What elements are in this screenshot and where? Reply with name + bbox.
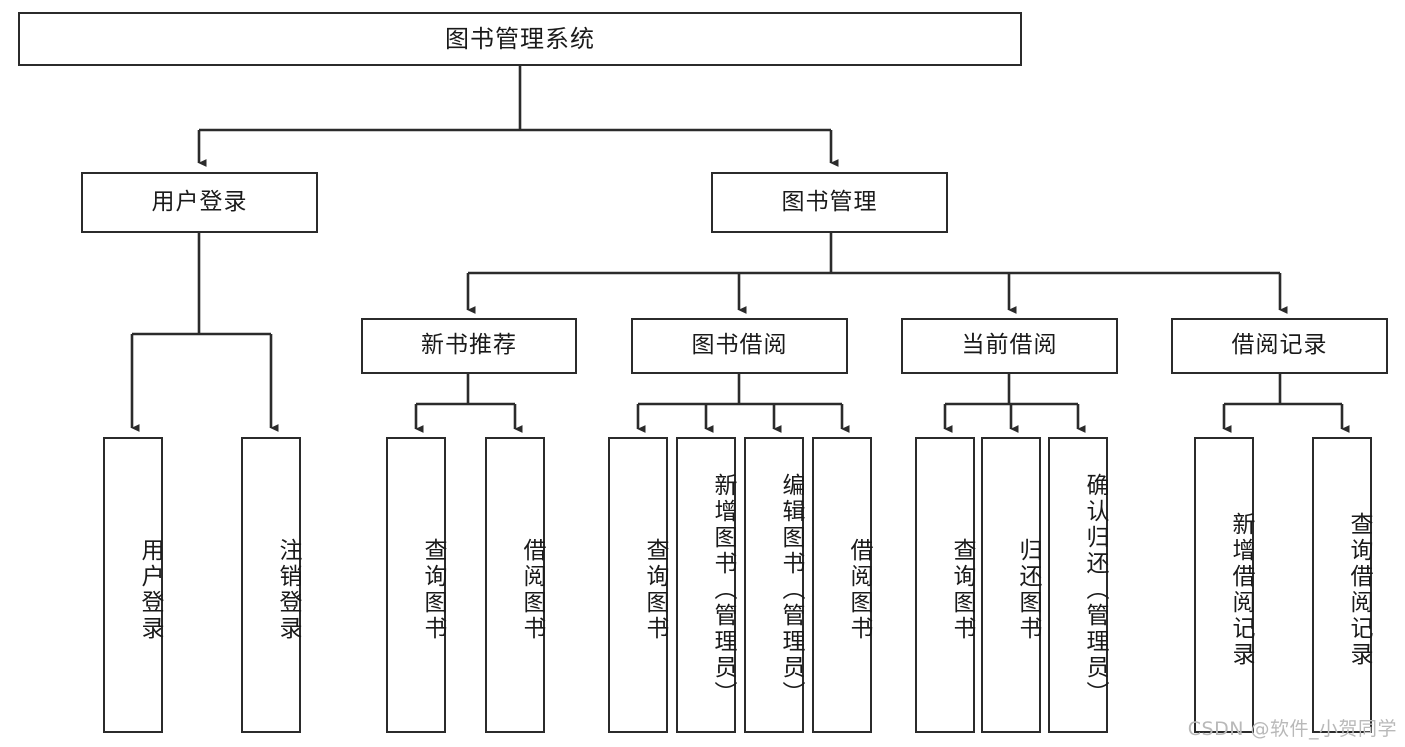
leaf-record-add-record[interactable]: 新增借阅记录 bbox=[1194, 437, 1254, 733]
leaf-current-query-book[interactable]: 查询图书 bbox=[915, 437, 975, 733]
node-book-borrowing[interactable]: 图书借阅 bbox=[631, 318, 848, 374]
leaf-borrow-borrow-book[interactable]: 借阅图书 bbox=[812, 437, 872, 733]
node-current-borrowing[interactable]: 当前借阅 bbox=[901, 318, 1118, 374]
csdn-watermark: CSDN @软件_小贺同学 bbox=[1187, 718, 1397, 740]
leaf-borrow-query-book[interactable]: 查询图书 bbox=[608, 437, 668, 733]
node-new-book-recommendation[interactable]: 新书推荐 bbox=[361, 318, 577, 374]
leaf-recommend-borrow-book[interactable]: 借阅图书 bbox=[485, 437, 545, 733]
leaf-current-return-book[interactable]: 归还图书 bbox=[981, 437, 1041, 733]
leaf-record-query-record[interactable]: 查询借阅记录 bbox=[1312, 437, 1372, 733]
node-borrowing-records[interactable]: 借阅记录 bbox=[1171, 318, 1388, 374]
leaf-current-confirm-return-admin[interactable]: 确认归还（管理员） bbox=[1048, 437, 1108, 733]
leaf-borrow-edit-book-admin[interactable]: 编辑图书（管理员） bbox=[744, 437, 804, 733]
node-book-management-group[interactable]: 图书管理 bbox=[711, 172, 948, 233]
leaf-borrow-add-book-admin[interactable]: 新增图书（管理员） bbox=[676, 437, 736, 733]
node-root-system[interactable]: 图书管理系统 bbox=[18, 12, 1022, 66]
leaf-recommend-query-book[interactable]: 查询图书 bbox=[386, 437, 446, 733]
leaf-user-logout[interactable]: 注销登录 bbox=[241, 437, 301, 733]
node-user-login-group[interactable]: 用户登录 bbox=[81, 172, 318, 233]
leaf-user-login[interactable]: 用户登录 bbox=[103, 437, 163, 733]
